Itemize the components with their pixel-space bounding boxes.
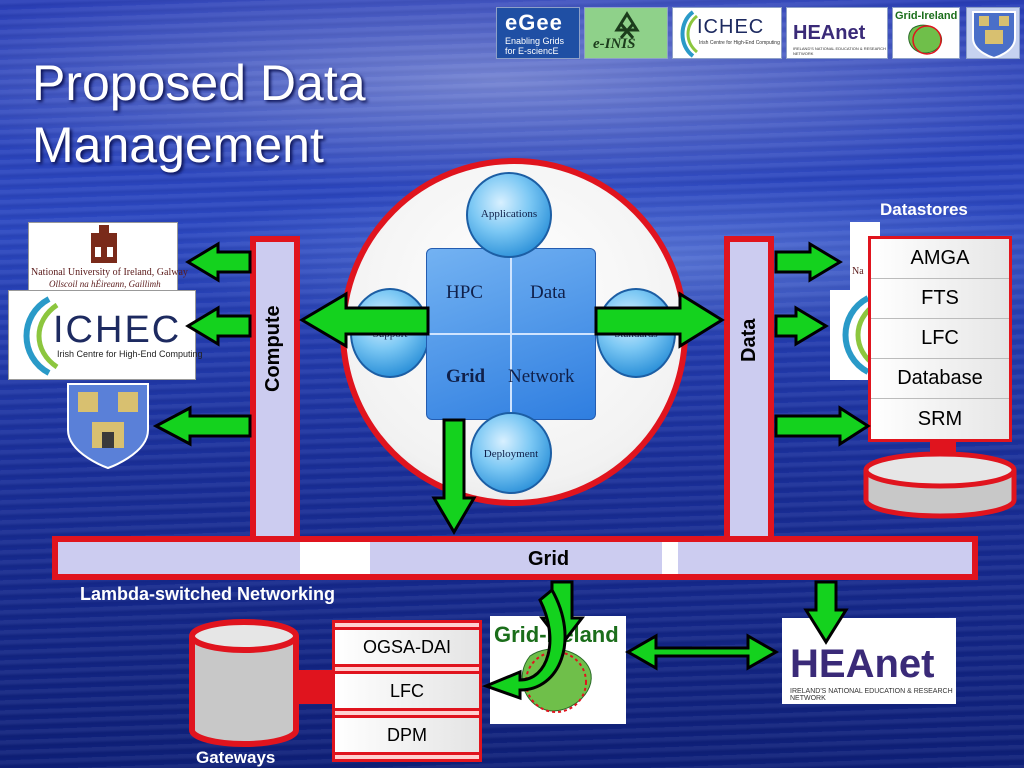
title-line-1: Proposed Data [32,55,366,111]
datastores-label: Datastores [880,200,968,219]
datastore-item: AMGA [871,239,1009,279]
arrow-to-nuig [185,241,252,283]
deployment-ball: Deployment [470,412,552,494]
nuig-name: National University of Ireland, Galway [31,267,188,278]
heanet-small-text: HEAnet [793,22,866,44]
grid-bar [52,536,978,580]
nuig-logo: National University of Ireland, Galway O… [28,222,188,292]
ichec-swoosh-icon [680,10,699,58]
ichec-logo-small: ICHEC Irish Centre for High-End Computin… [672,7,782,59]
compute-column [250,236,300,548]
datastore-item: LFC [871,319,1009,359]
ireland-map-icon [908,24,943,55]
ichec-large-text: ICHEC [53,309,182,351]
datastore-cylinder [863,436,1017,519]
standards-label: Standards [614,328,658,340]
title-line-2: Management [32,117,324,173]
gridireland-bottom-text: Grid-Ireland [494,622,619,647]
puzzle-hpc-label: HPC [446,282,483,303]
arrow-to-datastore-3 [774,405,871,447]
puzzle-grid-label: Grid [446,366,486,387]
compute-label: Compute [262,305,284,392]
nuig-right-name: Na [852,266,864,277]
standards-ball: Standards [596,288,676,378]
page-title: Proposed Data Management [32,52,432,176]
arrow-to-ichec [185,305,252,347]
puzzle-divider-vertical [510,248,512,420]
datastore-item: FTS [871,279,1009,319]
gateway-item: OGSA-DAI [335,627,479,667]
tcd-crest-small [966,7,1020,59]
ichec-small-text: ICHEC [697,16,765,38]
heanet-bottom-subtitle: IRELAND'S NATIONAL EDUCATION & RESEARCH … [790,688,953,702]
einis-logo: e-INIS [584,7,668,59]
support-ball: Support [350,288,430,378]
arrow-to-datastore-1 [774,241,843,283]
support-label: Support [372,328,408,340]
nuig-irish-name: Ollscoil na hÉireann, Gaillimh [49,279,161,289]
ichec-large-subtitle: Irish Centre for High-End Computing [57,349,203,359]
egee-logo-line2: for E-sciencE [505,46,559,56]
arrow-to-crest [152,405,252,447]
gateway-item: LFC [335,671,479,711]
data-column [724,236,774,548]
gateway-stack: OGSA-DAI LFC DPM [332,620,482,762]
gridireland-small-text: Grid-Ireland [895,10,958,22]
heanet-logo-bottom: HEAnet IRELAND'S NATIONAL EDUCATION & RE… [782,618,956,704]
arrow-to-datastore-2 [774,305,829,347]
gridireland-logo-small: Grid-Ireland [892,7,960,59]
applications-ball: Applications [466,172,552,258]
egee-logo-line1: Enabling Grids [505,36,565,46]
egee-logo-text: eGee [505,10,563,35]
applications-label: Applications [480,208,538,220]
datastore-stack: AMGA FTS LFC Database SRM [868,236,1012,442]
data-column-label: Data [738,318,760,362]
lambda-networking-label: Lambda-switched Networking [80,584,336,604]
einis-knot-icon [614,11,640,39]
datastore-item: SRM [871,399,1009,439]
gateways-label: Gateways [196,748,276,767]
egee-logo: eGee Enabling Grids for E-sciencE [496,7,580,59]
ichec-small-subtitle: Irish Centre for High-End Computing [699,40,780,46]
einis-logo-text: e-INIS [593,36,636,52]
arrow-gridireland-heanet [624,633,780,671]
heanet-small-subtitle: IRELAND'S NATIONAL EDUCATION & RESEARCH … [793,46,886,56]
heanet-bottom-text: HEAnet [790,642,935,686]
nuig-building-icon [91,225,117,263]
puzzle-data-label: Data [530,282,566,303]
gateway-item: DPM [335,715,479,755]
crest-icon [972,11,1016,58]
deployment-label: Deployment [483,448,539,460]
ichec-logo-large: ICHEC Irish Centre for High-End Computin… [8,290,203,380]
grid-bar-highlight-left [300,542,370,574]
gateway-cylinder [189,619,336,747]
grid-bar-highlight-right [662,542,678,574]
grid-bar-label: Grid [528,548,570,570]
puzzle-network-label: Network [508,366,575,387]
heanet-logo-small: HEAnet IRELAND'S NATIONAL EDUCATION & RE… [786,7,888,59]
tcd-crest-large [67,383,149,470]
gridireland-logo-bottom: Grid-Ireland [490,616,626,724]
datastore-item: Database [871,359,1009,399]
ichec-large-swoosh-icon [23,296,59,376]
